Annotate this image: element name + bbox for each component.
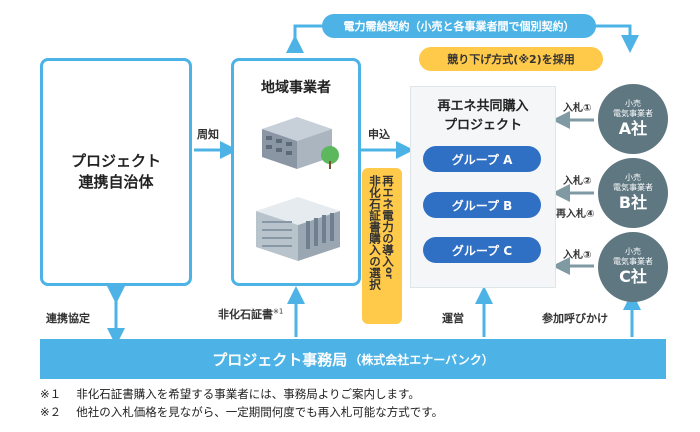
renkei-label: 連携協定: [46, 312, 90, 325]
retailer-c: 小売 電気事業者 C社: [598, 232, 668, 302]
auction-badge-text: 競り下げ方式(※2)を採用: [447, 53, 575, 66]
choice-line-2: 非化石証書購入の選択: [368, 175, 382, 290]
group-a: グループ A: [423, 146, 541, 172]
moushikomi-label: 申込: [368, 128, 390, 141]
shuchi-label: 周知: [197, 128, 219, 141]
factory-building-icon: [256, 197, 340, 261]
bid-label-2: 入札②: [563, 176, 592, 187]
municipality-box: プロジェクト 連携自治体: [40, 58, 192, 286]
choice-or: or: [383, 267, 394, 279]
hika-note-mark: ※1: [273, 307, 284, 316]
office-building-icon: [262, 117, 339, 169]
retailer-c-small: 小売 電気事業者: [613, 247, 653, 266]
retailer-a-small: 小売 電気事業者: [613, 99, 653, 118]
group-b-label: グループ B: [451, 198, 513, 213]
regional-business-title: 地域事業者: [261, 80, 331, 96]
hika-label-text: 非化石証書: [218, 308, 273, 321]
group-a-label: グループ A: [451, 152, 513, 167]
retailer-a-name: A社: [618, 119, 648, 138]
project-title: 再エネ共同購入 プロジェクト: [437, 99, 529, 133]
bid-label-4: 再入札④: [556, 209, 595, 220]
retailer-b-small: 小売 電気事業者: [613, 173, 653, 192]
contract-banner-text: 電力需給契約（小売と各事業者間で個別契約）: [343, 20, 575, 33]
auction-badge: 競り下げ方式(※2)を採用: [419, 47, 603, 71]
office-sub: （株式会社エナーバンク）: [349, 352, 494, 367]
note-2: ※２ 他社の入札価格を見ながら、一定期間何度でも再入札可能な方式です。: [40, 405, 444, 419]
choice-line-1: 再エネ電力の導入: [381, 175, 395, 267]
retailer-b-name: B社: [618, 193, 648, 212]
bid-label-1: 入札①: [563, 103, 592, 114]
project-office-bar: プロジェクト事務局 （株式会社エナーバンク）: [40, 339, 666, 379]
sanka-label: 参加呼びかけ: [542, 312, 608, 325]
regional-business-box: 地域事業者: [231, 58, 361, 286]
choice-box: 再エネ電力の導入or 非化石証書購入の選択: [362, 168, 402, 324]
unei-label: 運営: [442, 312, 464, 325]
bid-label-3: 入札③: [563, 250, 592, 261]
group-b: グループ B: [423, 192, 541, 218]
retailer-c-name: C社: [619, 267, 647, 286]
group-c-label: グループ C: [451, 243, 513, 258]
office-main: プロジェクト事務局: [212, 350, 348, 369]
retailer-b: 小売 電気事業者 B社: [598, 158, 668, 228]
note-1: ※１ 非化石証書購入を希望する事業者には、事務局よりご案内します。: [40, 387, 420, 401]
retailer-a: 小売 電気事業者 A社: [598, 84, 668, 154]
municipality-label: プロジェクト 連携自治体: [70, 152, 161, 191]
group-c: グループ C: [423, 237, 541, 263]
hika-label: 非化石証書※1: [218, 306, 283, 322]
contract-banner: 電力需給契約（小売と各事業者間で個別契約）: [322, 14, 596, 38]
